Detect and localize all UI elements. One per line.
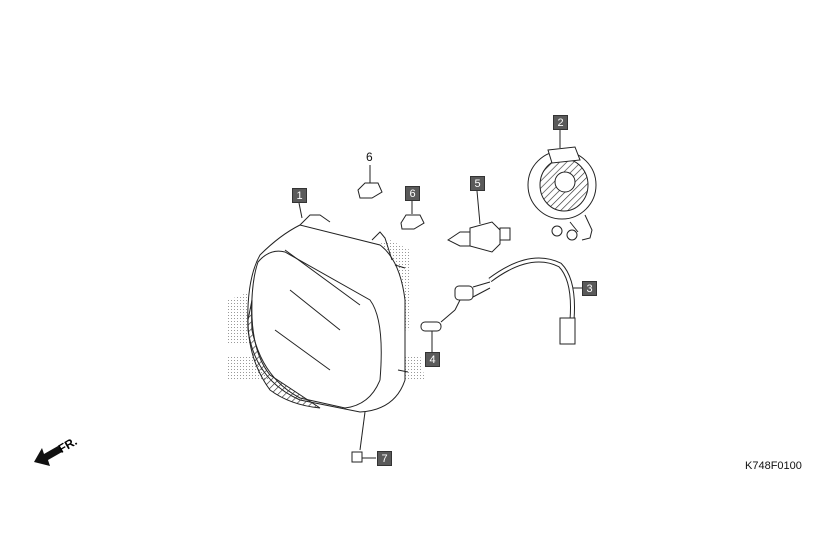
leader-lines [298, 130, 582, 459]
clip-drawing [357, 182, 425, 230]
headlight-bulb-drawing [447, 221, 511, 253]
socket-cover-drawing [527, 146, 597, 241]
screw-drawing [351, 411, 366, 463]
callout-1: 1 [292, 188, 307, 203]
headlight-unit-drawing [247, 214, 409, 413]
socket-harness-drawing [454, 257, 576, 345]
drawing-code: K748F0100 [745, 460, 802, 472]
callout-4: 4 [425, 352, 440, 367]
position-bulb-drawing [420, 299, 461, 332]
callout-2: 2 [553, 115, 568, 130]
callout-5: 5 [470, 176, 485, 191]
callout-6-plain: 6 [366, 150, 373, 164]
callout-3: 3 [582, 281, 597, 296]
front-direction-arrow-icon [34, 446, 62, 466]
callout-7: 7 [377, 451, 392, 466]
callout-6: 6 [405, 186, 420, 201]
